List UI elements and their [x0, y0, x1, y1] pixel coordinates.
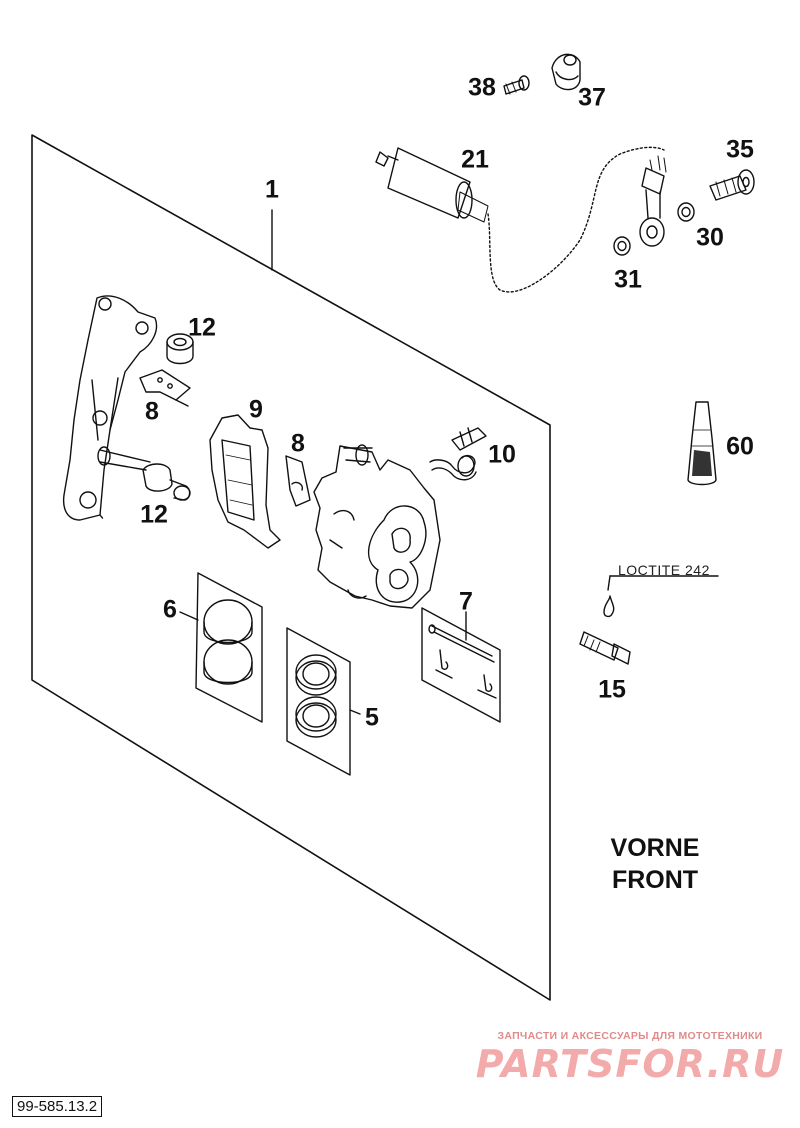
caliper-bracket: [62, 295, 158, 521]
front-label-de: VORNE: [610, 834, 700, 862]
screw-38: [503, 75, 530, 95]
callout-10: 10: [488, 440, 516, 469]
callout-12-top: 12: [188, 313, 216, 342]
front-orientation-label: VORNE FRONT: [565, 832, 745, 896]
callout-38: 38: [468, 73, 496, 102]
brake-hose-21: [375, 146, 665, 293]
callout-31: 31: [614, 265, 642, 294]
callout-5: 5: [365, 703, 379, 732]
washer-31: [613, 236, 631, 256]
loctite-bottle-60: [687, 401, 717, 486]
piston-kit-6: [179, 572, 263, 723]
callout-8-spring: 8: [145, 397, 159, 426]
watermark-subtitle: ЗАПЧАСТИ И АКСЕССУАРЫ ДЛЯ МОТОТЕХНИКИ: [497, 1030, 763, 1042]
clamp-37: [551, 53, 581, 91]
callout-60: 60: [726, 432, 754, 461]
pad-spring-8: [139, 369, 191, 407]
callout-12-lower: 12: [140, 500, 168, 529]
banjo-bolt-35: [709, 169, 755, 201]
caliper-body: [313, 444, 441, 609]
callout-6: 6: [163, 595, 177, 624]
callout-35: 35: [726, 135, 754, 164]
pin-kit-7: [421, 607, 501, 723]
seal-kit-5: [286, 627, 361, 776]
pad-plate-8: [285, 455, 311, 507]
bolt-15: [579, 575, 719, 665]
loctite-label: LOCTITE 242: [618, 562, 710, 578]
callout-1: 1: [265, 175, 279, 204]
callout-15: 15: [598, 675, 626, 704]
brake-pad-9: [209, 414, 281, 549]
callout-9: 9: [249, 395, 263, 424]
callout-37: 37: [578, 83, 606, 112]
banjo-fitting: [639, 155, 667, 247]
callout-8-plate: 8: [291, 429, 305, 458]
callout-30: 30: [696, 223, 724, 252]
callout-21: 21: [461, 145, 489, 174]
washer-30: [677, 202, 695, 222]
bolt-12-lower: [142, 463, 191, 501]
callout-7: 7: [459, 587, 473, 616]
bushing-12-top: [166, 333, 194, 365]
drawing-number: 99-585.13.2: [12, 1096, 103, 1117]
assembly-outline: [31, 134, 551, 1001]
watermark-logo: PARTSFOR.RU: [475, 1042, 785, 1086]
front-label-en: FRONT: [611, 866, 699, 894]
watermark: ЗАПЧАСТИ И АКСЕССУАРЫ ДЛЯ МОТОТЕХНИКИ PA…: [470, 1030, 790, 1086]
bleed-valve-10: [429, 427, 487, 481]
